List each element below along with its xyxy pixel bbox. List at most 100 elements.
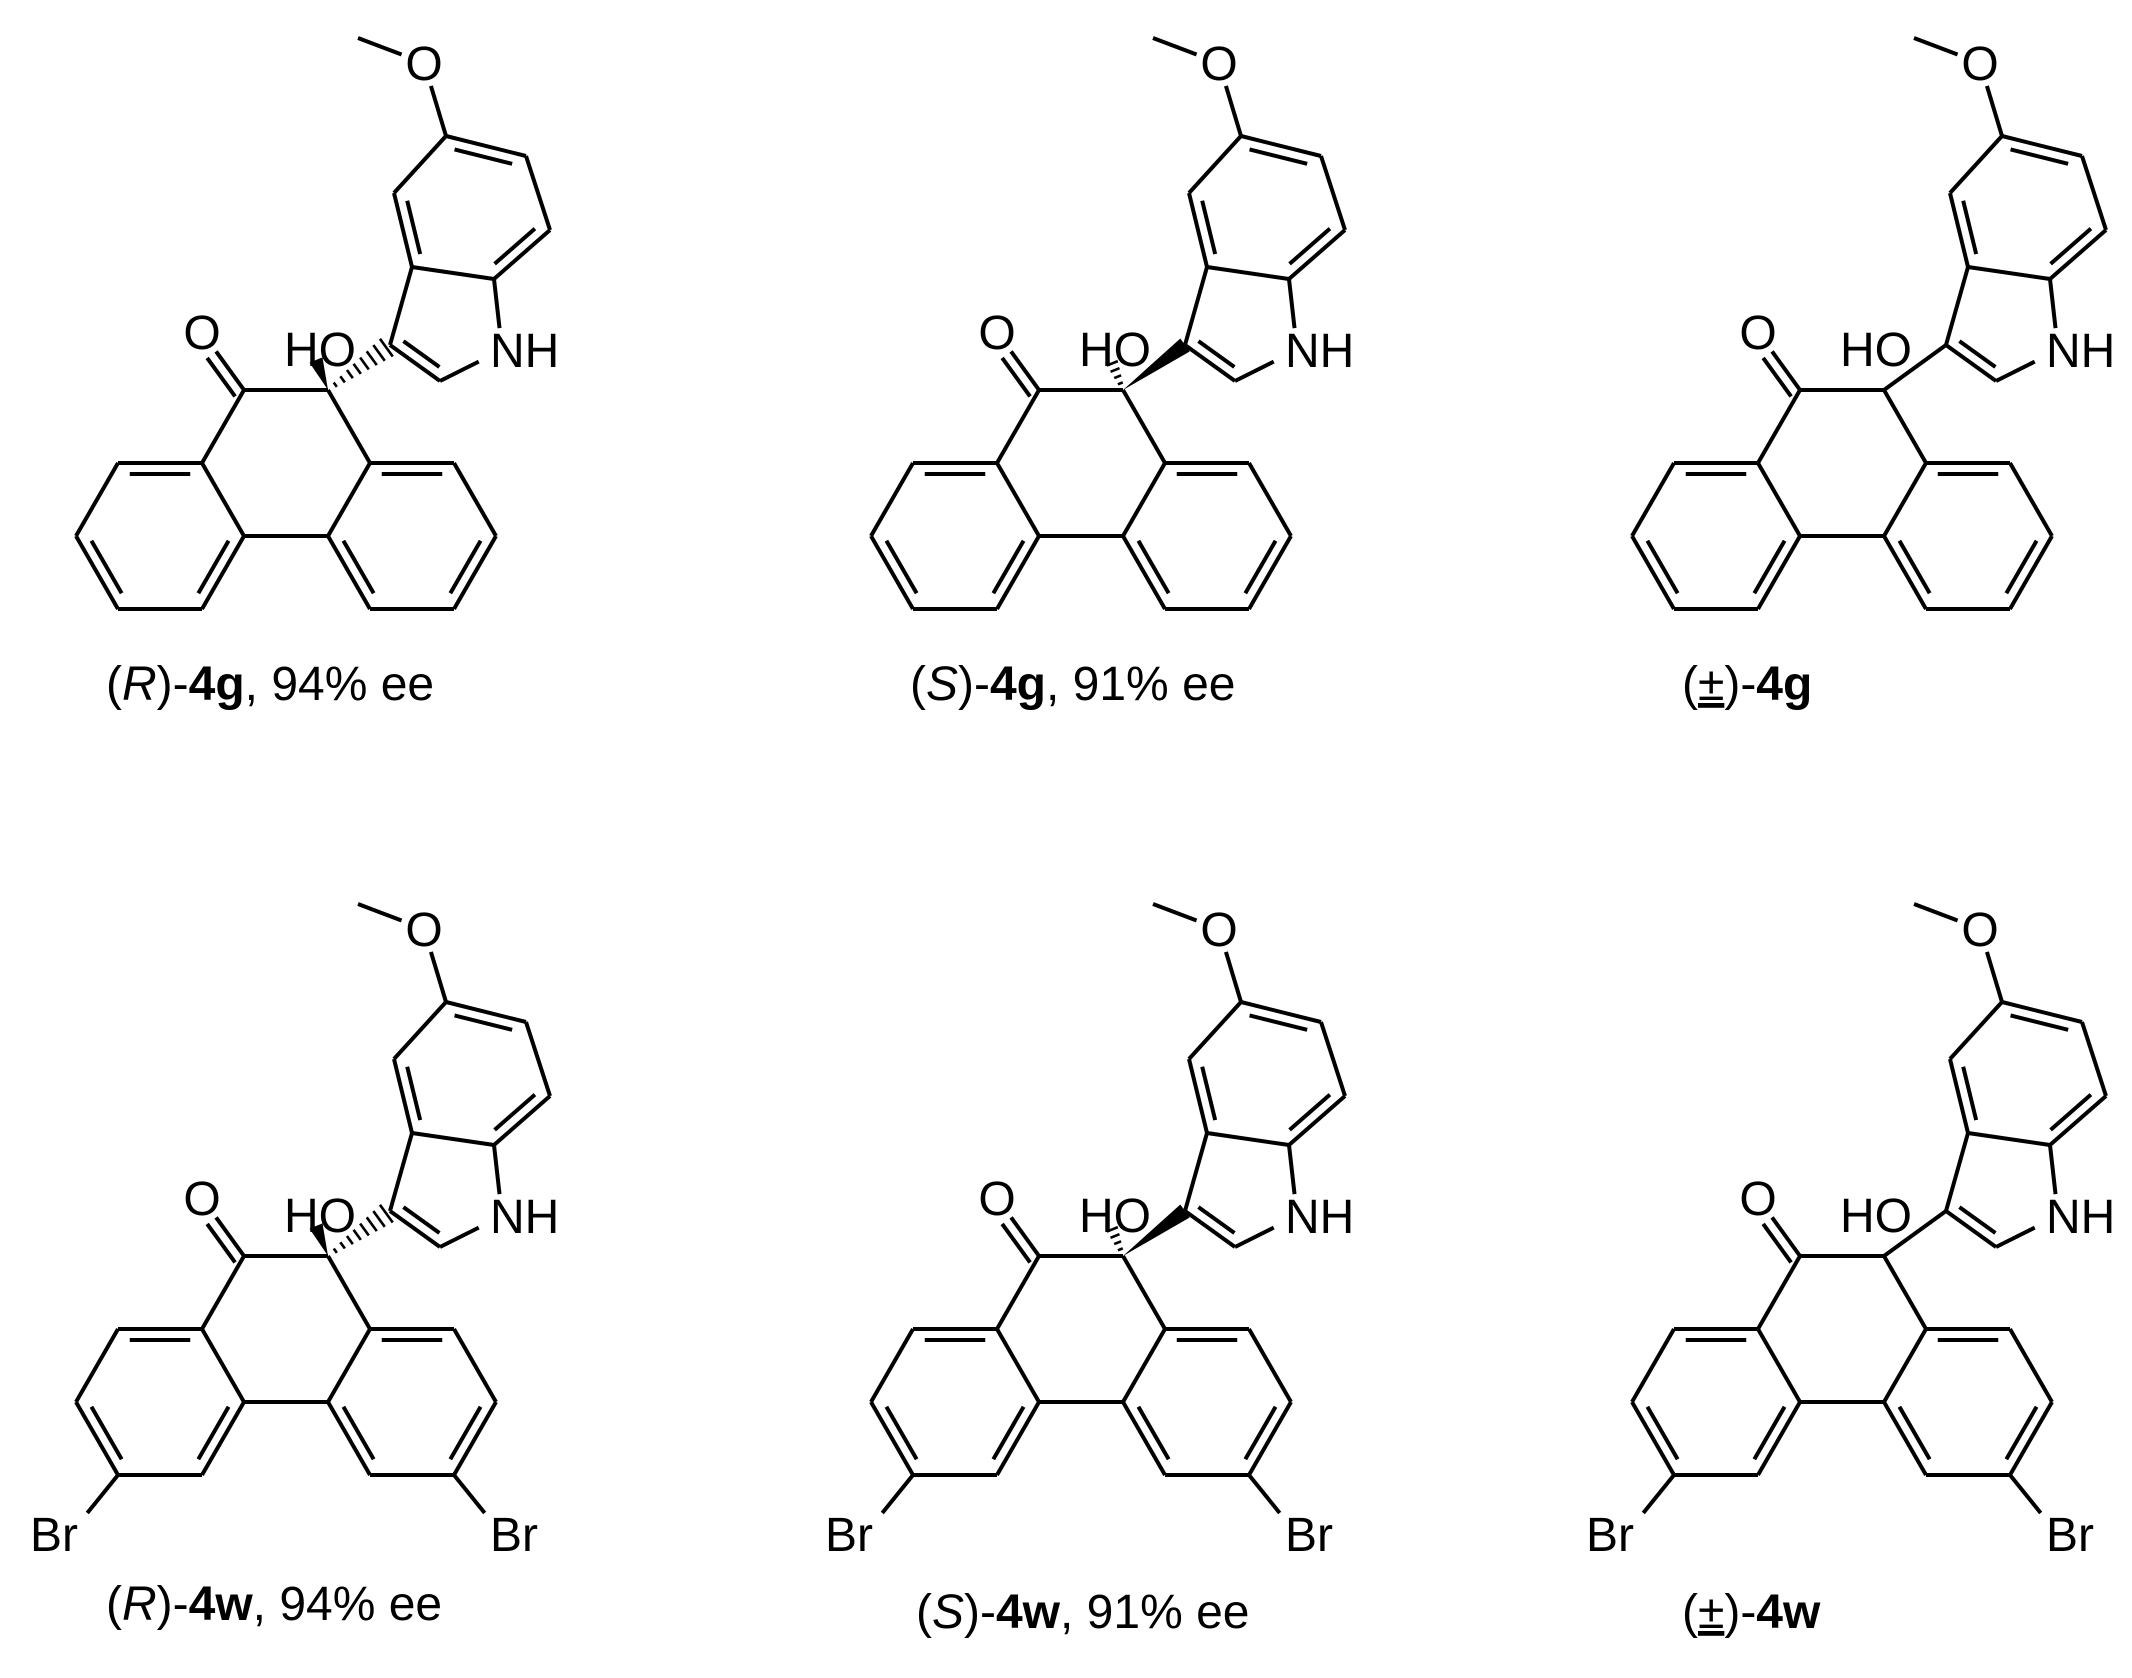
bond — [524, 155, 552, 231]
double-bond-inner — [1243, 1405, 1278, 1461]
bond — [1287, 1094, 1347, 1147]
bond — [326, 462, 372, 537]
double-bond-inner — [2049, 227, 2093, 266]
double-bond-inner — [884, 539, 919, 595]
double-bond-inner — [1288, 227, 1332, 266]
bond — [1121, 1328, 1167, 1403]
bond — [1948, 1000, 2004, 1061]
bond — [1206, 1131, 1290, 1147]
caption-compound: 4g — [1756, 658, 1812, 711]
bond — [2048, 1144, 2058, 1195]
bond — [1995, 359, 2036, 383]
bond — [492, 1144, 502, 1195]
double-bond-inner — [1200, 1066, 1218, 1121]
caption-open: ( — [910, 658, 926, 711]
caption-descriptor: ± — [1698, 1586, 1724, 1639]
bond — [439, 359, 480, 383]
indole-nh-label: NH — [490, 325, 559, 378]
hydroxyl-label: HO — [284, 324, 356, 377]
hydroxyl-label: HO — [1079, 1190, 1151, 1243]
compound-caption: (R)-4w, 94% ee — [106, 1578, 442, 1631]
bond — [995, 389, 1041, 464]
bond — [411, 1131, 495, 1147]
bond — [326, 1401, 372, 1476]
caption-descriptor: ± — [1698, 658, 1724, 711]
bond — [1756, 1401, 1802, 1476]
bond — [388, 1209, 442, 1249]
bond — [200, 462, 246, 537]
bond — [1287, 278, 1297, 329]
bond — [1121, 1401, 1167, 1476]
bond — [1319, 155, 1347, 231]
caption-close: )- — [157, 658, 189, 711]
double-bond-inner — [493, 227, 537, 266]
bond — [388, 266, 414, 346]
bond — [392, 192, 414, 268]
bond — [1944, 343, 1998, 383]
bond — [1882, 1328, 1928, 1403]
bond — [1882, 535, 1928, 610]
bromo-bond — [1247, 1473, 1282, 1515]
double-bond-inner — [1961, 1066, 1979, 1121]
bond — [2080, 1021, 2108, 1097]
bond — [492, 228, 552, 281]
bond — [1121, 389, 1167, 464]
bond — [1121, 1255, 1167, 1330]
bond — [1247, 462, 1293, 537]
caption-rest: , 94% ee — [253, 1578, 442, 1631]
double-bond-inner — [1897, 539, 1932, 595]
caption-descriptor: S — [926, 658, 958, 711]
bond — [1882, 462, 1928, 537]
bond — [1944, 266, 1970, 346]
methoxy-bond — [429, 85, 448, 137]
caption-compound: 4w — [996, 1586, 1061, 1639]
compound-caption: (±)-4w — [1682, 1586, 1821, 1639]
bromo-bond — [880, 1473, 915, 1515]
caption-open: ( — [916, 1586, 932, 1639]
bond — [1630, 462, 1676, 537]
wedge-bond — [1123, 338, 1190, 390]
bond — [326, 1255, 372, 1330]
bond — [74, 1401, 120, 1476]
methoxy-bond — [1224, 951, 1243, 1003]
carbonyl-oxygen-label: O — [978, 1173, 1015, 1226]
double-bond-inner — [1958, 339, 1997, 369]
bond — [1882, 1209, 1948, 1258]
bond — [2048, 1094, 2108, 1147]
double-bond-inner — [1136, 539, 1171, 595]
bromo-right-label: Br — [2046, 1509, 2094, 1562]
bond — [1756, 462, 1802, 537]
double-bond-inner — [1958, 1205, 1997, 1235]
bond — [1121, 462, 1167, 537]
bond — [452, 1328, 498, 1403]
carbonyl-double-bond — [1000, 356, 1032, 398]
caption-open: ( — [1682, 658, 1698, 711]
double-bond-inner — [1961, 200, 1979, 255]
double-bond-inner — [1645, 1405, 1680, 1461]
double-bond-inner — [341, 1405, 376, 1461]
carbonyl-bond — [214, 350, 246, 392]
caption-compound: 4w — [189, 1578, 254, 1631]
carbonyl-oxygen-label: O — [183, 1173, 220, 1226]
double-bond-inner — [1752, 1405, 1787, 1461]
methoxy-oxygen-label: O — [1200, 904, 1237, 957]
bond — [2080, 155, 2108, 231]
bond — [326, 1328, 372, 1403]
bond — [200, 1328, 246, 1403]
bond — [524, 1021, 552, 1097]
double-bond-inner — [2049, 1093, 2093, 1132]
caption-open: ( — [1682, 1586, 1698, 1639]
caption-descriptor: R — [122, 658, 157, 711]
double-bond-inner — [991, 539, 1026, 595]
carbonyl-oxygen-label: O — [1739, 307, 1776, 360]
methoxy-bond — [1985, 951, 2004, 1003]
double-bond-inner — [402, 339, 441, 369]
bromo-left-label: Br — [1586, 1509, 1634, 1562]
double-bond-inner — [341, 539, 376, 595]
double-bond-inner — [1288, 1093, 1332, 1132]
double-bond-inner — [991, 1405, 1026, 1461]
methyl-bond — [1152, 36, 1198, 57]
